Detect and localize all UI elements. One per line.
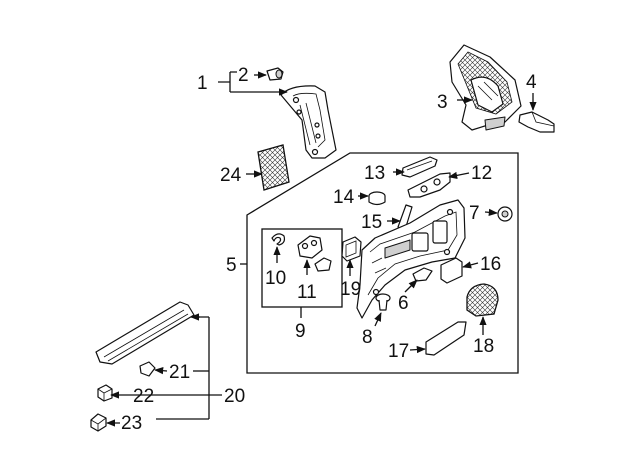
callout-10: 10 bbox=[265, 268, 286, 289]
callout-15: 15 bbox=[361, 212, 382, 233]
part-1-pillar-trim bbox=[280, 85, 337, 159]
part-17-panel bbox=[425, 321, 467, 356]
callout-4: 4 bbox=[526, 72, 537, 93]
part-19-cover bbox=[341, 236, 362, 262]
part-7-clip bbox=[497, 206, 513, 222]
part-10-hook bbox=[271, 233, 286, 246]
part-13-trim-piece bbox=[401, 156, 438, 178]
part-4-bracket bbox=[518, 111, 555, 133]
callout-14: 14 bbox=[333, 187, 355, 208]
leader-lines bbox=[107, 71, 537, 423]
part-2-clip bbox=[266, 67, 284, 81]
callout-11: 11 bbox=[297, 282, 317, 303]
callout-labels: 1 2 3 4 24 5 13 12 14 15 7 10 11 19 16 6… bbox=[121, 65, 537, 434]
callout-18: 18 bbox=[473, 336, 494, 357]
part-21-clip bbox=[139, 361, 156, 377]
part-14-button bbox=[368, 191, 386, 206]
callout-1: 1 bbox=[197, 73, 208, 94]
callout-8: 8 bbox=[362, 327, 373, 348]
callout-7: 7 bbox=[469, 203, 480, 224]
callout-24: 24 bbox=[220, 165, 242, 186]
callout-6: 6 bbox=[398, 293, 409, 314]
callout-9: 9 bbox=[295, 321, 306, 342]
part-12-trim-piece bbox=[407, 172, 451, 198]
part-24-grille bbox=[257, 144, 290, 191]
callout-3: 3 bbox=[437, 92, 448, 113]
callout-22: 22 bbox=[133, 386, 154, 407]
callout-13: 13 bbox=[364, 163, 385, 184]
callout-19: 19 bbox=[340, 279, 361, 300]
assembly-5-outline bbox=[246, 152, 519, 374]
callout-2: 2 bbox=[238, 65, 249, 86]
part-16-plate bbox=[440, 257, 463, 284]
part-6-clip bbox=[412, 267, 433, 282]
part-6-quarter-panel bbox=[356, 199, 466, 319]
group-9-box bbox=[261, 228, 343, 308]
callout-12: 12 bbox=[471, 163, 492, 184]
callout-16: 16 bbox=[480, 254, 501, 275]
part-23-fastener bbox=[90, 413, 107, 432]
part-18-grille bbox=[466, 283, 499, 317]
callout-23: 23 bbox=[121, 413, 142, 434]
callout-20: 20 bbox=[224, 386, 245, 407]
part-22-fastener bbox=[97, 384, 113, 402]
part-3-upper-trim bbox=[449, 44, 522, 131]
callout-17: 17 bbox=[388, 341, 409, 362]
part-11-bracket bbox=[297, 235, 332, 272]
callout-21: 21 bbox=[169, 362, 190, 383]
part-8-push-pin bbox=[375, 293, 391, 311]
callout-5: 5 bbox=[226, 255, 237, 276]
part-20-sill-plate bbox=[95, 301, 195, 365]
